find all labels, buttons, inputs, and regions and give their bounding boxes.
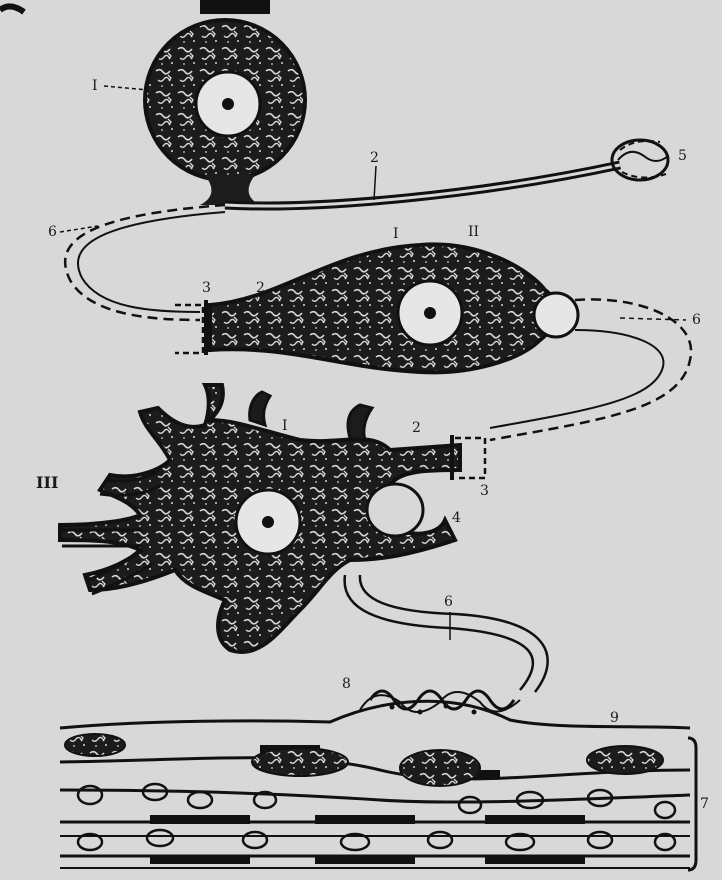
- label-motor-axon: 6: [444, 594, 453, 610]
- receptor-ending: [612, 140, 668, 180]
- neuron-2-body: [210, 244, 556, 372]
- label-neuron-1-axon: 2: [370, 150, 379, 166]
- label-neuron-2-dendrite: 2: [256, 280, 265, 296]
- neuron-2-axon-hillock: [534, 293, 578, 337]
- neuron-1-central-branch-inner: [78, 212, 225, 312]
- neuron-3-nucleolus: [262, 516, 274, 528]
- label-sheath-right: 6: [692, 312, 701, 328]
- neuron-3-notch: [367, 484, 423, 536]
- neuron-3-dendrite-top: [348, 405, 372, 440]
- neuron-2-nucleolus: [424, 307, 436, 319]
- label-synapse-left: 3: [202, 280, 211, 296]
- motor-axon: [345, 575, 533, 690]
- label-neuron-2-top: I: [393, 226, 399, 242]
- label-sheath-left: 6: [48, 224, 57, 240]
- muscle-tissue: [60, 701, 696, 870]
- neuron-1-nucleolus: [222, 98, 234, 110]
- label-neuron-2-type: II: [468, 224, 479, 240]
- label-neuron-3-process: 4: [452, 510, 461, 526]
- neuron-1-axon: [225, 165, 620, 206]
- label-motor-ending: 8: [342, 676, 351, 692]
- label-muscle: 7: [700, 796, 709, 812]
- neuron-1-stalk: [200, 175, 260, 205]
- label-synapse-right: 3: [480, 483, 489, 499]
- top-edge-fragment: [200, 0, 270, 14]
- muscle-bracket: [688, 738, 696, 870]
- label-neuron-3-body: I: [282, 418, 288, 434]
- label-neuron-3-type: III: [36, 473, 58, 492]
- neuron-3: [60, 385, 548, 692]
- label-receptor-ending: 5: [678, 148, 687, 164]
- label-motor-ending-right: 9: [610, 710, 619, 726]
- corner-fragment: [0, 6, 24, 12]
- label-neuron-3-dendrite: 2: [412, 420, 421, 436]
- neuron-3-dendrite-top-2: [250, 392, 270, 425]
- label-neuron-1-body: I: [92, 78, 98, 94]
